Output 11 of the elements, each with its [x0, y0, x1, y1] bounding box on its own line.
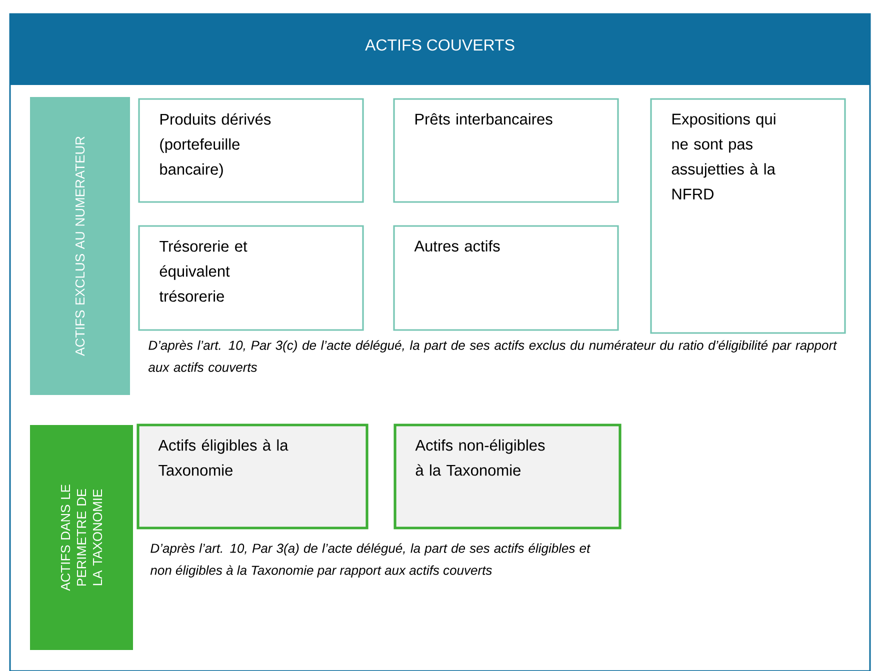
side-band: ACTIFS EXCLUS AU NUMERATEUR: [30, 97, 130, 395]
category-box: Trésorerie et équivalent trésorerie: [138, 225, 364, 331]
category-box: Prêts interbancaires: [393, 98, 619, 203]
category-box: Actifs éligibles à la Taxonomie: [136, 424, 368, 530]
category-box: Autres actifs: [393, 225, 619, 331]
note-text: D’après l’art. 10, Par 3(a) de l’acte délégué, la part de ses actifs éligibles et non éligibles à la Taxonomie par rapport aux actifs couverts: [150, 543, 591, 578]
category-box: Actifs non-éligibles à la Taxonomie: [394, 424, 622, 530]
category-box: Produits dérivés (portefeuille bancaire): [138, 98, 364, 203]
side-band: ACTIFS DANS LE PERIMETRE DE LA TAXONOMIE: [30, 425, 133, 650]
category-box: Expositions qui ne sont pas assujetties à la NFRD: [650, 98, 846, 334]
note-text: D’après l’art. 10, Par 3(c) de l’acte délégué, la part de ses actifs exclus du numérateur du ratio d’éligibilité par rapport aux actifs couverts: [148, 340, 838, 372]
